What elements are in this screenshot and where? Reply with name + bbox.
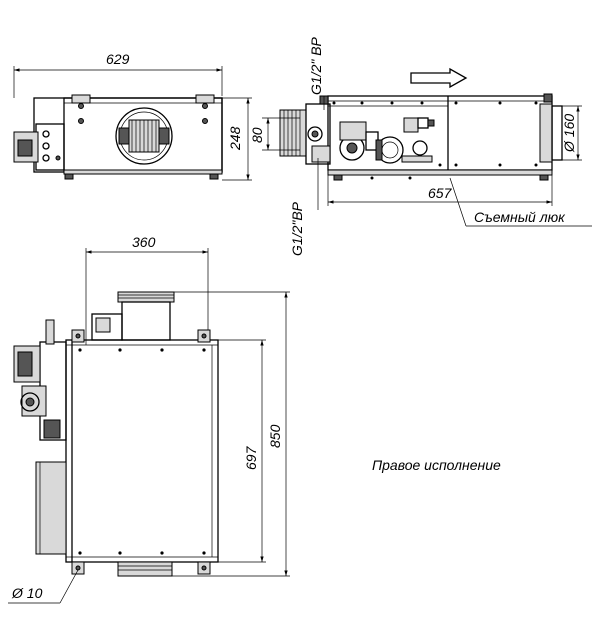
dim-hole-diameter-10: Ø 10 [11, 585, 43, 601]
right-version-label: Правое исполнение [372, 457, 501, 473]
thread-label-top: G1/2" ВР [308, 36, 324, 95]
dim-657: 657 [428, 185, 453, 201]
dim-80: 80 [249, 127, 265, 143]
thread-label-bottom: G1/2"ВР [289, 201, 305, 256]
dim-diameter-160: Ø 160 [561, 114, 577, 153]
dim-360: 360 [132, 234, 156, 250]
removable-hatch-label: Съемный люк [474, 209, 566, 225]
side-view: G1/2" ВР G1/2"ВР 80 Ø 160 657 Съемный лю… [249, 36, 592, 256]
front-view: 629 [13, 51, 252, 181]
dim-629: 629 [106, 51, 130, 67]
plan-view: 360 [8, 234, 501, 604]
dim-697: 697 [243, 445, 259, 470]
dim-248: 248 [227, 126, 243, 151]
dim-850: 850 [267, 424, 283, 448]
